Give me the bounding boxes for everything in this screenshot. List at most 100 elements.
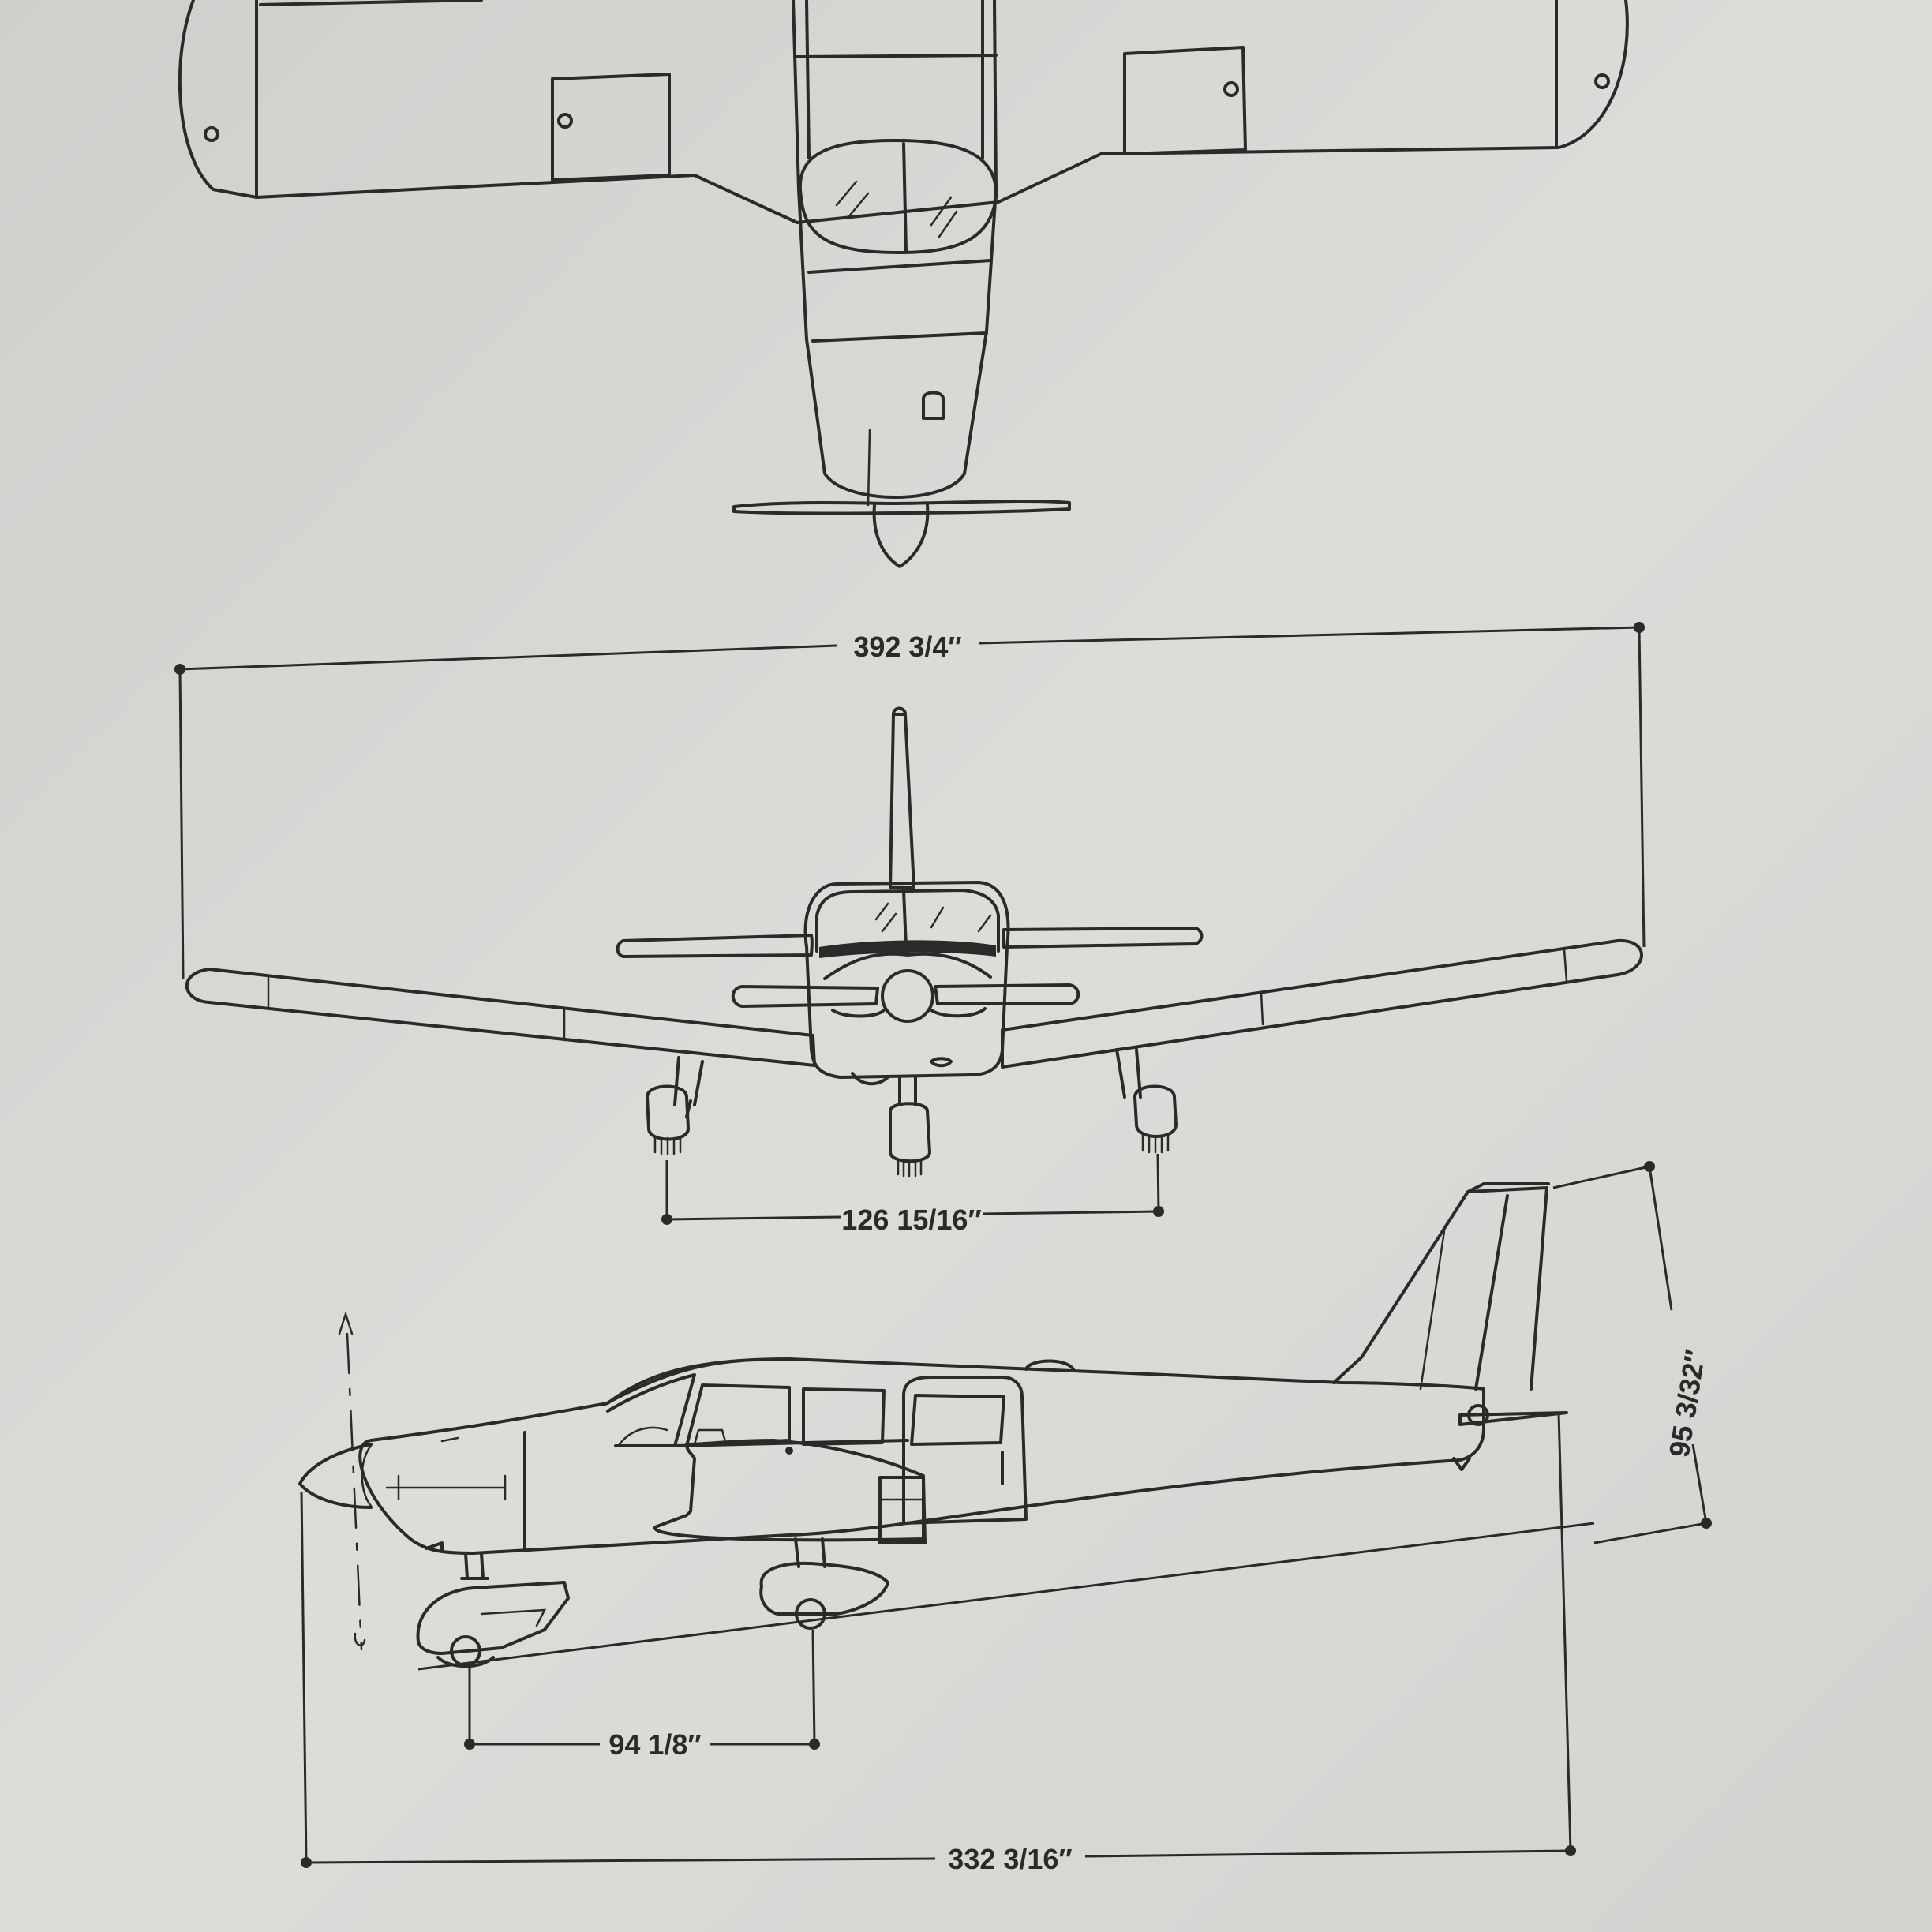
side-view-fin-cap bbox=[1466, 1182, 1550, 1193]
side-view-propeller-tip-top bbox=[338, 1310, 354, 1335]
side-view-propeller-axis bbox=[346, 1332, 363, 1651]
front-view-wing-right-station bbox=[1563, 948, 1568, 983]
front-view-nose-wheel bbox=[889, 1102, 931, 1163]
top-view-right-flap bbox=[1123, 46, 1247, 155]
track-dimension-line-left bbox=[666, 1215, 841, 1221]
side-view-exhaust bbox=[425, 1541, 444, 1552]
track-dimension-line-right bbox=[982, 1210, 1159, 1215]
length-dimension-line-left bbox=[305, 1857, 936, 1864]
side-view-window-2 bbox=[802, 1387, 886, 1446]
front-view-windshield-glare bbox=[874, 902, 992, 933]
side-view-cabin-roof bbox=[602, 1359, 743, 1406]
front-view-spinner bbox=[881, 969, 934, 1023]
tail-height-endpoint-top bbox=[1644, 1161, 1655, 1172]
side-view-nose-wheel-inner bbox=[480, 1608, 547, 1627]
side-view-windshield bbox=[606, 1373, 696, 1447]
track-extension-right bbox=[1156, 1153, 1160, 1212]
top-view-tail-cone bbox=[872, 504, 930, 568]
wingspan-endpoint-right bbox=[1634, 622, 1645, 633]
tail-height-dimension-line-top bbox=[1648, 1166, 1673, 1311]
front-view-propeller bbox=[731, 983, 1080, 1008]
top-view-right-flap-hinge bbox=[1223, 81, 1239, 97]
front-view-nose-gear bbox=[851, 1072, 917, 1106]
length-endpoint-right bbox=[1565, 1845, 1576, 1856]
top-view-wing bbox=[178, 0, 1629, 224]
side-view-fin-spar bbox=[1419, 1230, 1446, 1391]
side-view-wing bbox=[653, 1439, 925, 1542]
wingspan-dimension-line-right bbox=[978, 626, 1640, 645]
side-view-nose-gear-strut bbox=[460, 1552, 489, 1580]
wingspan-extension-right bbox=[1638, 627, 1646, 948]
front-view-glareshield bbox=[819, 940, 996, 958]
front-view-wing-left bbox=[185, 968, 816, 1067]
top-view-right-nav-light bbox=[1594, 73, 1610, 89]
side-view-spinner-back bbox=[361, 1444, 373, 1507]
tail-height-dimension-line-bottom bbox=[1691, 1443, 1708, 1524]
side-view-antenna bbox=[1024, 1359, 1075, 1371]
front-view-fin-tip bbox=[892, 706, 907, 716]
top-view-cowl-line-2 bbox=[811, 331, 988, 343]
wheelbase-extension-main bbox=[811, 1629, 816, 1745]
front-view-right-wheel bbox=[1133, 1084, 1178, 1138]
top-view-inlet bbox=[922, 391, 945, 420]
top-view-canopy-divider bbox=[902, 142, 908, 253]
top-view-cabin-rail-left bbox=[805, 0, 811, 159]
length-dimension-line-right bbox=[1084, 1849, 1571, 1858]
side-view-nose-wheel-fairing bbox=[416, 1581, 570, 1655]
front-view-wing-right bbox=[1001, 938, 1643, 1069]
top-view-left-nav-light bbox=[204, 126, 219, 142]
tail-height-extension-bottom bbox=[1593, 1522, 1707, 1544]
side-view-tail-bumper bbox=[1452, 1457, 1471, 1471]
top-view-left-aileron-line bbox=[259, 0, 483, 6]
wingspan-extension-left bbox=[178, 668, 185, 979]
front-view-nose-tire bbox=[897, 1159, 923, 1178]
front-view: 392 3/4″ bbox=[174, 622, 1646, 1236]
track-endpoint-right bbox=[1153, 1206, 1164, 1217]
top-view-canopy bbox=[798, 139, 998, 254]
front-view-windshield bbox=[815, 889, 1000, 953]
tail-height-extension-top bbox=[1552, 1165, 1650, 1189]
front-view-windshield-divider bbox=[902, 889, 908, 949]
top-view-center-line bbox=[867, 429, 871, 507]
side-view-propeller-tip-bottom bbox=[354, 1632, 366, 1646]
front-view-cowl-inlets bbox=[831, 1007, 987, 1018]
side-view-wing-rivet bbox=[785, 1447, 793, 1455]
front-view-tail-left bbox=[616, 934, 814, 958]
front-view-fin bbox=[889, 713, 915, 889]
track-label: 126 15/16″ bbox=[841, 1204, 981, 1236]
side-view-flap bbox=[878, 1476, 927, 1544]
ground-line bbox=[417, 1522, 1595, 1671]
top-view bbox=[178, 0, 1629, 568]
side-view-main-wheel bbox=[795, 1598, 826, 1630]
top-view-left-flap-hinge bbox=[557, 113, 573, 129]
track-endpoint-left bbox=[661, 1214, 672, 1225]
wheelbase-endpoint-left bbox=[464, 1739, 475, 1750]
side-view-seat bbox=[693, 1428, 728, 1446]
wingspan-endpoint-left bbox=[174, 664, 185, 675]
front-view-right-tire bbox=[1141, 1133, 1170, 1154]
top-view-cowl-line bbox=[807, 259, 992, 274]
side-view-stabilizer bbox=[1458, 1411, 1568, 1426]
wheelbase-label: 94 1/8″ bbox=[608, 1728, 701, 1761]
tail-height-endpoint-bottom bbox=[1701, 1518, 1712, 1529]
front-view-fuselage bbox=[803, 881, 1010, 1079]
side-view-cowl-detail bbox=[385, 1474, 507, 1501]
side-view: 95 3/32″ 94 1/8″ 332 3/16″ bbox=[298, 1161, 1712, 1875]
side-view-main-wheel-fairing bbox=[759, 1561, 889, 1616]
side-view-window-frame bbox=[618, 1426, 668, 1446]
side-view-spinner bbox=[298, 1443, 373, 1509]
length-endpoint-left bbox=[301, 1857, 312, 1868]
side-view-window-3 bbox=[910, 1394, 1005, 1446]
front-view-cowl-top bbox=[823, 952, 992, 980]
top-view-cabin-frame bbox=[796, 54, 998, 58]
length-extension-rear bbox=[1557, 1412, 1572, 1852]
side-view-rudder-line bbox=[1474, 1194, 1509, 1391]
length-extension-front bbox=[300, 1491, 308, 1863]
length-label: 332 3/16″ bbox=[948, 1843, 1072, 1875]
top-view-fuselage bbox=[792, 0, 998, 499]
wingspan-dimension-line-left bbox=[179, 644, 837, 671]
front-view-left-tire bbox=[653, 1135, 682, 1155]
side-view-door bbox=[902, 1376, 1028, 1525]
